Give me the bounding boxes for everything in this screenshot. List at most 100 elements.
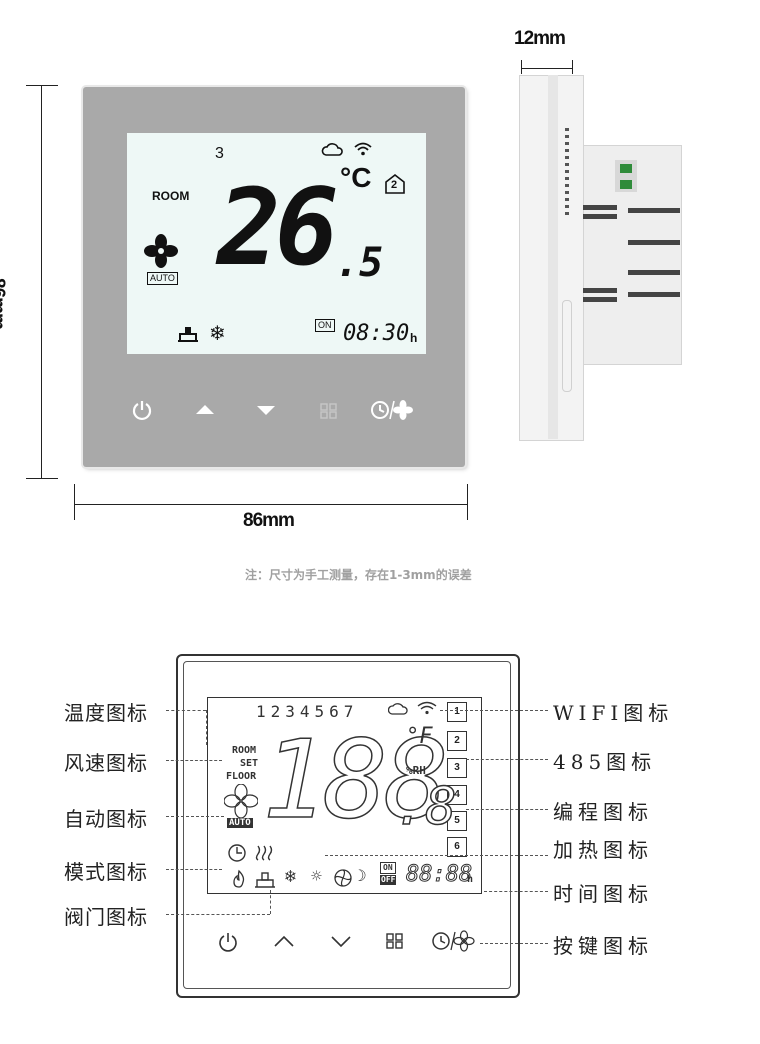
diagram-cloud-icon <box>388 703 408 715</box>
diagram-off-badge: OFF <box>380 875 397 885</box>
height-dimension-cap-bottom <box>26 478 58 479</box>
depth-dimension-label: 12mm <box>514 28 566 49</box>
leader-valve-v <box>270 890 271 914</box>
width-dimension-label: 86mm <box>243 510 295 531</box>
down-arrow-icon[interactable] <box>255 404 277 418</box>
ventilation-icon <box>334 869 352 887</box>
program-house-5-icon: 5 <box>447 811 467 831</box>
height-dimension-line <box>41 85 42 479</box>
label-auto-icon: 自动图标 <box>64 807 148 831</box>
leader-temperature <box>166 710 206 711</box>
diagram-wifi-icon <box>417 701 437 715</box>
width-dimension-cap-right <box>467 484 468 520</box>
label-fan-speed-icon: 风速图标 <box>64 751 148 775</box>
clock-icon <box>228 844 246 862</box>
on-badge: ON <box>315 319 335 332</box>
diagram-on-badge: ON <box>380 862 396 874</box>
vent-hole <box>565 212 569 215</box>
label-time-icon: 时间图标 <box>553 882 653 906</box>
depth-dimension-cap-left <box>521 60 522 74</box>
wifi-icon <box>354 142 372 156</box>
label-heating-icon: 加热图标 <box>553 838 653 862</box>
terminal-green-bottom <box>620 180 632 189</box>
program-digits: 1234567 <box>256 702 359 721</box>
diagram-grid-icon[interactable] <box>386 933 404 949</box>
side-vent <box>628 240 680 245</box>
label-program-icon: 编程图标 <box>553 800 653 824</box>
diagram-up-arrow-icon[interactable] <box>273 934 295 948</box>
diagram-fan-icon <box>224 784 258 818</box>
label-mode-icon: 模式图标 <box>64 860 148 884</box>
vent-hole <box>565 170 569 173</box>
heating-flame-icon <box>233 869 245 888</box>
room-label: ROOM <box>152 189 190 203</box>
leader-program <box>466 809 548 810</box>
vent-hole <box>565 156 569 159</box>
side-vent <box>583 297 617 302</box>
leader-mode <box>166 869 222 870</box>
vent-hole <box>565 163 569 166</box>
power-icon[interactable] <box>131 399 153 421</box>
width-dimension-line <box>74 504 468 505</box>
cloud-icon <box>321 143 343 156</box>
vent-hole <box>565 135 569 138</box>
side-slot <box>562 300 572 392</box>
program-house-6-icon: 6 <box>447 837 467 857</box>
label-temperature-icon: 温度图标 <box>64 701 148 725</box>
grid-icon[interactable] <box>320 403 338 419</box>
vent-hole <box>565 142 569 145</box>
room-label: ROOM <box>232 745 257 756</box>
side-bezel-strip <box>548 75 558 439</box>
diagram-power-icon[interactable] <box>217 931 239 953</box>
label-485-icon: 485图标 <box>553 750 657 774</box>
program-house-icon: 2 <box>384 173 405 194</box>
front-lcd-display: 3 ROOM 26 .5 °C 2 AUTO ❄ ON 08:30 h <box>127 133 426 354</box>
side-vent <box>583 214 617 219</box>
vent-hole <box>565 205 569 208</box>
diagram-lcd-display <box>207 697 482 894</box>
floor-label: FLOOR <box>226 771 257 782</box>
height-dimension-label: 86mm <box>0 278 8 329</box>
leader-auto <box>166 816 224 817</box>
depth-dimension-line <box>521 68 573 69</box>
set-label: SET <box>240 758 259 769</box>
diagram-valve-icon <box>255 872 275 888</box>
diagram-down-arrow-icon[interactable] <box>330 935 352 949</box>
side-vent <box>628 270 680 275</box>
leader-wifi <box>440 710 548 711</box>
clock-time: 08:30 <box>343 321 410 346</box>
vent-hole <box>565 149 569 152</box>
program-house-4-icon: 4 <box>447 785 467 805</box>
sun-icon: ☼ <box>311 866 322 887</box>
leader-fan-speed <box>166 760 222 761</box>
vent-hole <box>565 177 569 180</box>
auto-mode-badge: AUTO <box>147 272 178 285</box>
side-vent <box>628 208 680 213</box>
diagram-clock-fan-icon[interactable] <box>431 930 475 952</box>
side-vent <box>583 288 617 293</box>
cooling-snowflake-icon: ❄ <box>209 323 226 345</box>
terminal-green-top <box>620 164 632 173</box>
fan-icon <box>144 234 178 268</box>
diagram-time-digits: 88:88 <box>405 862 473 888</box>
diagram-time-suffix: h <box>467 874 474 885</box>
height-dimension-cap-top <box>26 85 58 86</box>
up-arrow-icon[interactable] <box>194 402 216 416</box>
program-house-1-icon: 1 <box>447 702 467 722</box>
side-vent <box>628 292 680 297</box>
diagram-snowflake-icon: ❄ <box>285 866 296 887</box>
leader-key <box>480 943 548 944</box>
temperature-decimal: .5 <box>335 240 384 286</box>
celsius-unit: °C <box>340 162 372 193</box>
decimal-digit: .8 <box>393 777 457 837</box>
leader-time <box>484 891 548 892</box>
program-number: 3 <box>215 145 224 162</box>
measurement-note: 注：尺寸为手工测量，存在1-3mm的误差 <box>245 568 472 582</box>
vent-hole <box>565 191 569 194</box>
label-valve-icon: 阀门图标 <box>64 905 148 929</box>
clock-fan-icon[interactable] <box>370 399 414 421</box>
diagram-auto-badge: AUTO <box>227 818 253 828</box>
program-house-3-icon: 3 <box>447 758 467 778</box>
leader-valve <box>166 914 270 915</box>
label-key-icon: 按键图标 <box>553 934 653 958</box>
